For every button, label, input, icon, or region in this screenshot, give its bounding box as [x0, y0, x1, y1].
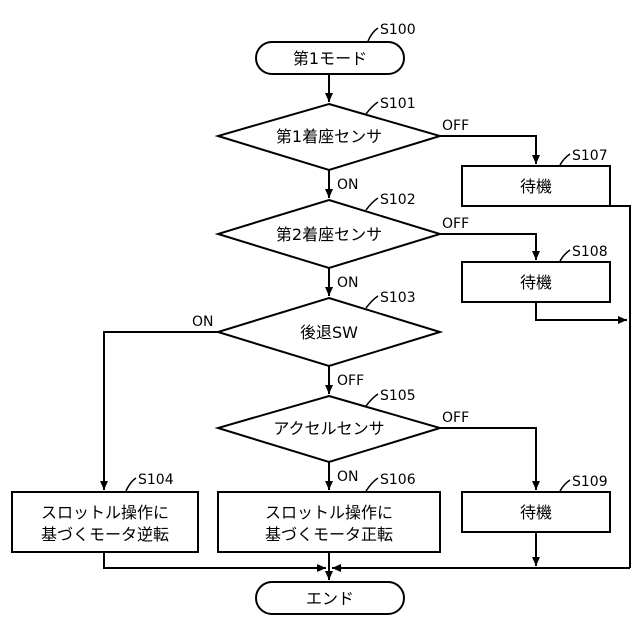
arrow-wait2-merge	[536, 302, 627, 320]
step-leader	[560, 154, 570, 165]
back-label: 後退SW	[300, 323, 358, 342]
step-leader	[366, 478, 378, 491]
step-label-s104: S104	[138, 472, 174, 488]
step-label-s108: S108	[572, 244, 608, 260]
end-label: エンド	[306, 589, 354, 608]
step-leader	[366, 102, 378, 114]
accel-label: アクセルセンサ	[273, 419, 384, 438]
wait2-label: 待機	[520, 273, 552, 292]
edge-label-accel-on: ON	[337, 469, 359, 485]
edge-label-back-off: OFF	[337, 373, 364, 389]
step-label-s100: S100	[380, 22, 416, 38]
arrow-seat2-off	[440, 234, 536, 260]
decision-accel: アクセルセンサ S105	[218, 388, 440, 462]
edge-label-seat2-on: ON	[337, 275, 359, 291]
fwd-line-2: 基づくモータ正転	[265, 525, 393, 544]
step-label-s109: S109	[572, 474, 608, 490]
step-leader	[368, 28, 378, 41]
edge-label-seat1-on: ON	[337, 177, 359, 193]
arrow-rev-merge-end	[104, 552, 326, 568]
wait1-label: 待機	[520, 177, 552, 196]
step-leader	[560, 250, 570, 261]
wait3-label: 待機	[520, 503, 552, 522]
step-label-s103: S103	[380, 290, 416, 306]
start-terminal: 第1モード S100	[256, 22, 416, 74]
step-label-s101: S101	[380, 96, 416, 112]
step-leader	[560, 480, 570, 491]
step-label-s105: S105	[380, 388, 416, 404]
decision-seat1: 第1着座センサ S101	[218, 96, 440, 170]
step-label-s107: S107	[572, 148, 608, 164]
step-label-s102: S102	[380, 192, 416, 208]
decision-seat2: 第2着座センサ S102	[218, 192, 440, 268]
end-terminal: エンド	[256, 582, 404, 614]
seat1-label: 第1着座センサ	[276, 127, 382, 146]
step-leader	[126, 478, 136, 491]
fwd-line-1: スロットル操作に	[265, 503, 393, 522]
step-leader	[366, 296, 378, 308]
seat2-label: 第2着座センサ	[276, 225, 382, 244]
start-label: 第1モード	[293, 49, 367, 68]
edge-label-accel-off: OFF	[442, 410, 469, 426]
rev-line-2: 基づくモータ逆転	[41, 525, 169, 544]
edge-label-seat1-off: OFF	[442, 118, 469, 134]
step-label-s106: S106	[380, 472, 416, 488]
edge-label-back-on: ON	[192, 314, 214, 330]
rev-line-1: スロットル操作に	[41, 503, 169, 522]
arrow-accel-off	[440, 428, 536, 490]
edge-label-seat2-off: OFF	[442, 216, 469, 232]
step-leader	[366, 198, 378, 210]
arrow-seat1-off	[440, 136, 536, 164]
step-leader	[366, 394, 378, 406]
decision-back-switch: 後退SW S103	[218, 290, 440, 366]
arrow-back-on	[104, 332, 218, 490]
